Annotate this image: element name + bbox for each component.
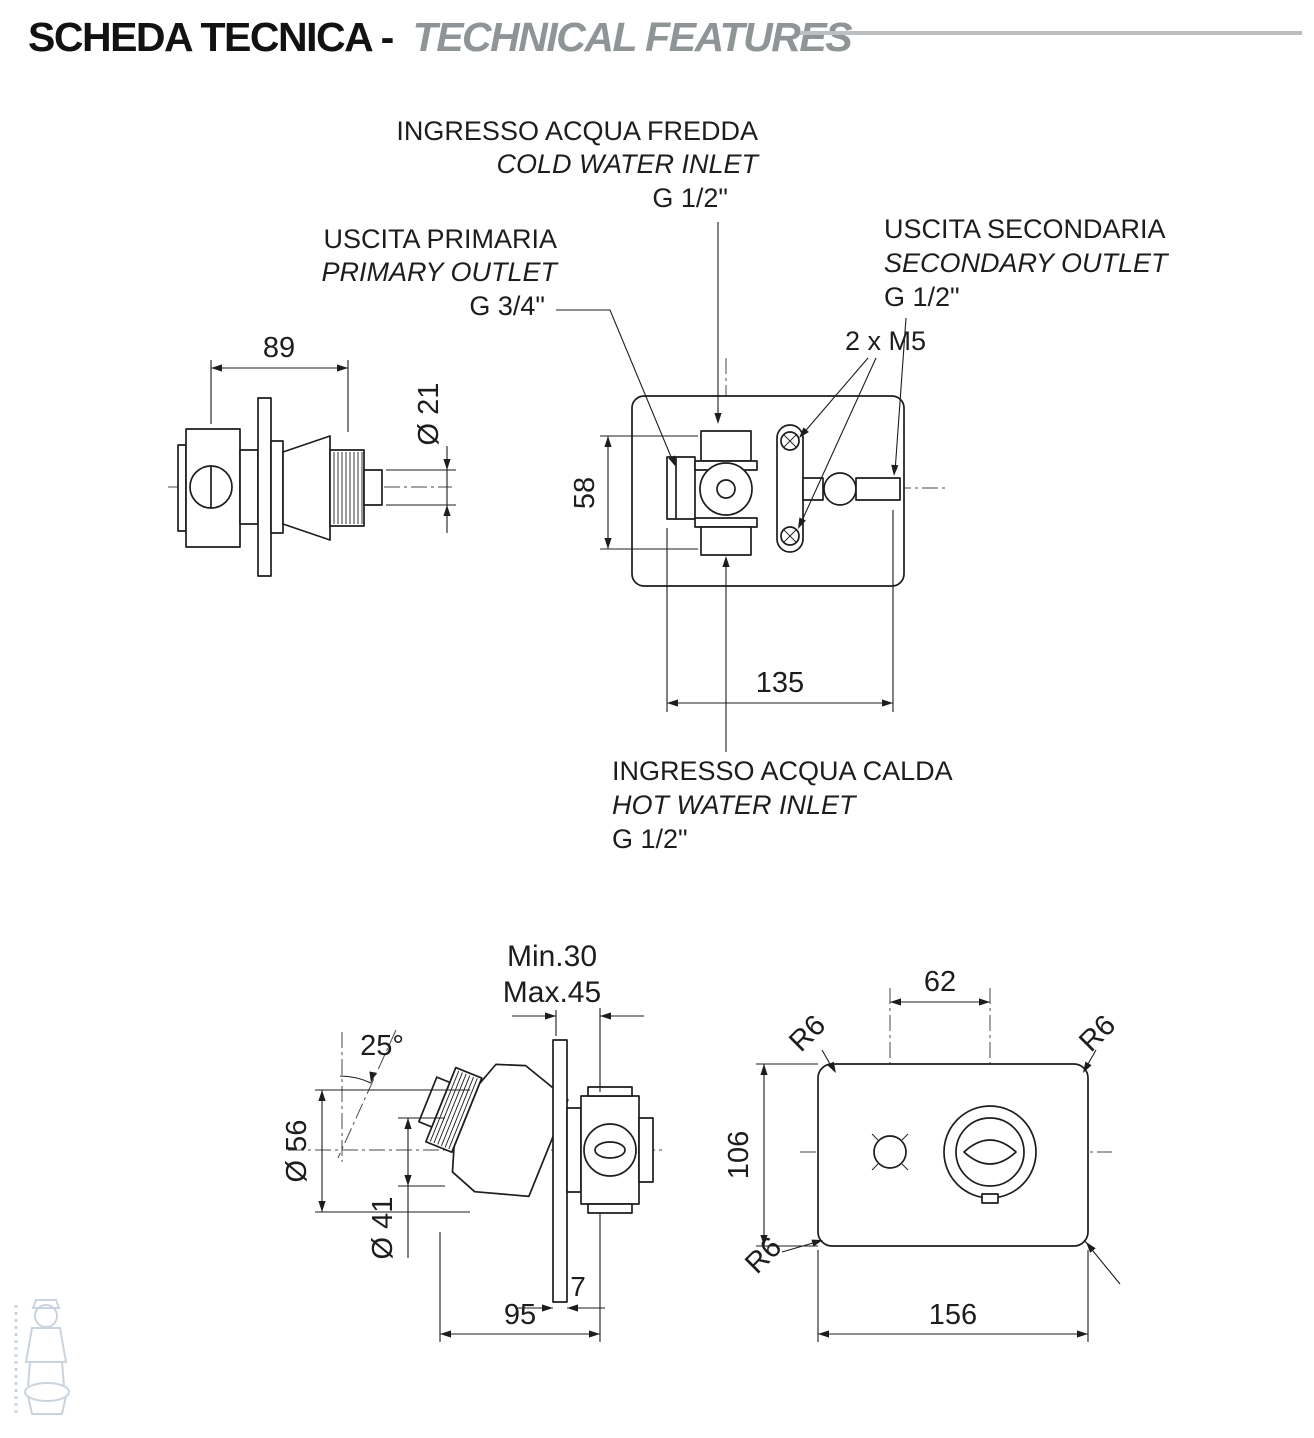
- dim-41-label: Ø 41: [367, 1197, 399, 1260]
- dim-25deg-label: 25°: [360, 1030, 404, 1062]
- dim-max45-label: Max.45: [503, 976, 601, 1009]
- secondary-outlet-label-line3: G 1/2": [884, 282, 960, 312]
- secondary-outlet-label-line2: SECONDARY OUTLET: [884, 248, 1170, 278]
- dim-56-label: Ø 56: [281, 1120, 313, 1183]
- primary-outlet-label-line1: USCITA PRIMARIA: [323, 224, 557, 254]
- front-view-drawing: 58 135 INGRESSO ACQUA FREDDA COLD WATER: [321, 116, 1170, 854]
- primary-outlet-label-line2: PRIMARY OUTLET: [321, 257, 559, 287]
- cold-water-label-line1: INGRESSO ACQUA FREDDA: [396, 116, 758, 146]
- dim-58-label: 58: [569, 477, 601, 509]
- side-view-drawing: 89 Ø 21: [168, 332, 456, 577]
- hot-water-label-line3: G 1/2": [612, 824, 688, 854]
- dim-89-label: 89: [263, 332, 295, 364]
- page-title-sub: TECHNICAL FEATURES: [412, 14, 853, 60]
- dim-156-label: 156: [929, 1299, 977, 1331]
- dim-7-label: 7: [570, 1271, 586, 1302]
- dim-135-label: 135: [756, 667, 804, 699]
- secondary-outlet-label-line1: USCITA SECONDARIA: [884, 214, 1166, 244]
- header-rule: [800, 31, 1302, 35]
- dim-62-label: 62: [924, 966, 956, 998]
- dim-21-label: Ø 21: [413, 383, 445, 446]
- dim-min30-label: Min.30: [507, 940, 597, 973]
- dim-106-label: 106: [723, 1131, 755, 1179]
- radius-r6-top-right-label: R6: [1073, 1009, 1122, 1058]
- hot-water-label-line2: HOT WATER INLET: [612, 790, 858, 820]
- screws-label: 2 x M5: [845, 326, 926, 356]
- page-title-main: SCHEDA TECNICA -: [28, 14, 394, 60]
- section-view-drawing: 25°: [281, 940, 662, 1342]
- cold-water-label-line3: G 1/2": [652, 183, 728, 213]
- plate-view-drawing: 62 R6 R6 R6 106 1: [723, 966, 1122, 1342]
- dim-95-label: 95: [504, 1299, 536, 1331]
- watermark-logo: [14, 1299, 70, 1415]
- hot-water-label-line1: INGRESSO ACQUA CALDA: [612, 756, 953, 786]
- page-title: SCHEDA TECNICA - TECHNICAL FEATURES: [28, 14, 853, 61]
- primary-outlet-label-line3: G 3/4": [469, 291, 545, 321]
- cold-water-label-line2: COLD WATER INLET: [496, 149, 760, 179]
- radius-r6-top-left-label: R6: [783, 1009, 832, 1058]
